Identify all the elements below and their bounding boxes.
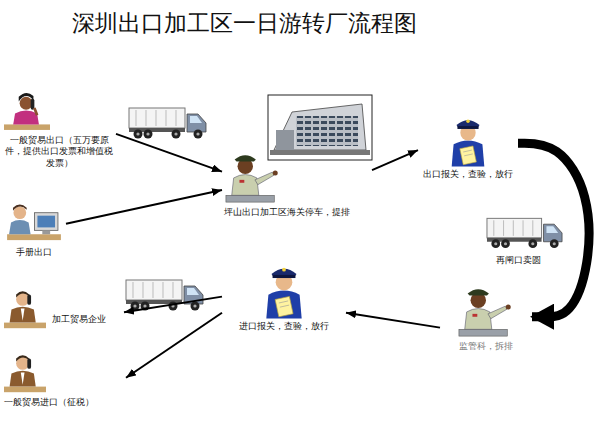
truck-caption: 再闸口卖圆: [496, 254, 541, 267]
step-label: 出口报关，查验，放行: [423, 169, 513, 180]
person-icon: [4, 291, 46, 328]
flow-step: 坪山出口加工区海关停车，提排: [222, 146, 372, 219]
step-label: 加工贸易企业: [52, 314, 106, 325]
flow-arrow: [66, 190, 222, 224]
flow-arrow: [124, 297, 222, 313]
truck-picture: [487, 218, 562, 248]
step-label: 一般贸易出口（五万要原件，提供出口发票和增值税发票）: [4, 135, 114, 169]
flow-step: 进口报关，查验，放行: [222, 260, 346, 333]
building-picture: [268, 95, 372, 160]
flow-step: 手册出口: [2, 200, 66, 259]
truck-picture: [129, 108, 206, 139]
building-picture: [270, 150, 370, 155]
step-label: 一般贸易进口（征税）: [4, 397, 94, 408]
step-label: 监管科，拆排: [459, 341, 513, 352]
flow-step: 一般贸易进口（征税）: [2, 352, 126, 409]
flow-step: 出口报关，查验，放行: [418, 112, 518, 181]
flow-step: 一般贸易出口（五万要原件，提供出口发票和增值税发票）: [2, 90, 116, 170]
building-picture: [268, 95, 372, 160]
truck-picture: [487, 218, 562, 248]
person-icon: [452, 120, 485, 167]
step-label: 进口报关，查验，放行: [239, 321, 329, 332]
flow-arrow: [116, 134, 222, 172]
flow-step: 加工贸易企业: [2, 288, 124, 332]
step-label: 手册出口: [16, 247, 52, 258]
building-picture: [296, 116, 358, 146]
person-icon: [4, 289, 46, 331]
person-icon: [7, 201, 61, 245]
person-icon: [459, 289, 511, 336]
person-icon: [224, 147, 282, 205]
building-picture: [274, 104, 366, 150]
flow-arrow: [346, 313, 440, 328]
person-icon: [7, 204, 61, 240]
person-icon: [457, 281, 515, 339]
person-icon: [266, 268, 301, 319]
person-icon: [4, 93, 50, 130]
person-icon: [444, 113, 492, 167]
person-icon: [226, 155, 278, 202]
person-icon: [4, 91, 50, 133]
truck-picture: [129, 108, 206, 139]
person-icon: [258, 261, 310, 319]
step-label: 坪山出口加工区海关停车，提排: [224, 207, 350, 218]
diagram-title: 深圳出口加工区一日游转厂流程图: [72, 8, 417, 39]
person-icon: [4, 355, 46, 392]
person-icon: [4, 353, 46, 395]
building-picture: [276, 130, 294, 150]
curved-arrow: [518, 143, 589, 316]
flow-arrow: [126, 313, 222, 378]
flow-arrow: [372, 150, 418, 170]
flow-step: 监管科，拆排: [440, 280, 532, 353]
